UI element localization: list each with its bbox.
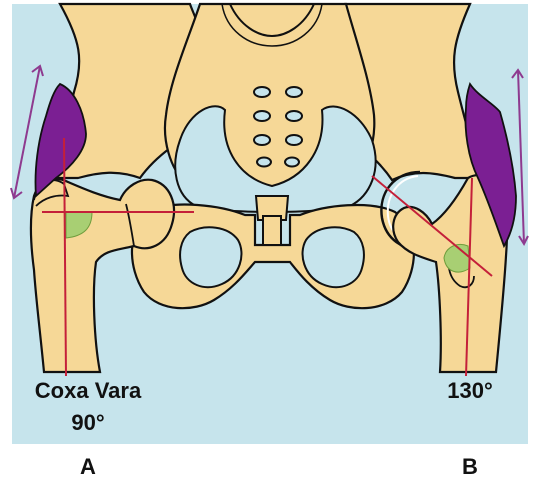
- right-obturator-foramen: [303, 227, 364, 287]
- foramen: [286, 87, 302, 97]
- left-angle-label: 90°: [71, 410, 104, 435]
- right-angle-label: 130°: [447, 378, 493, 403]
- foramen: [286, 135, 302, 145]
- left-title: Coxa Vara: [35, 378, 142, 403]
- foramen: [285, 158, 299, 167]
- panel-a-label: A: [80, 454, 96, 477]
- foramen: [254, 87, 270, 97]
- foramen: [254, 135, 270, 145]
- left-obturator-foramen: [180, 227, 241, 287]
- panel-b-label: B: [462, 454, 478, 477]
- foramen: [254, 111, 270, 121]
- foramen: [257, 158, 271, 167]
- foramen: [286, 111, 302, 121]
- pubic-symphysis: [263, 216, 281, 245]
